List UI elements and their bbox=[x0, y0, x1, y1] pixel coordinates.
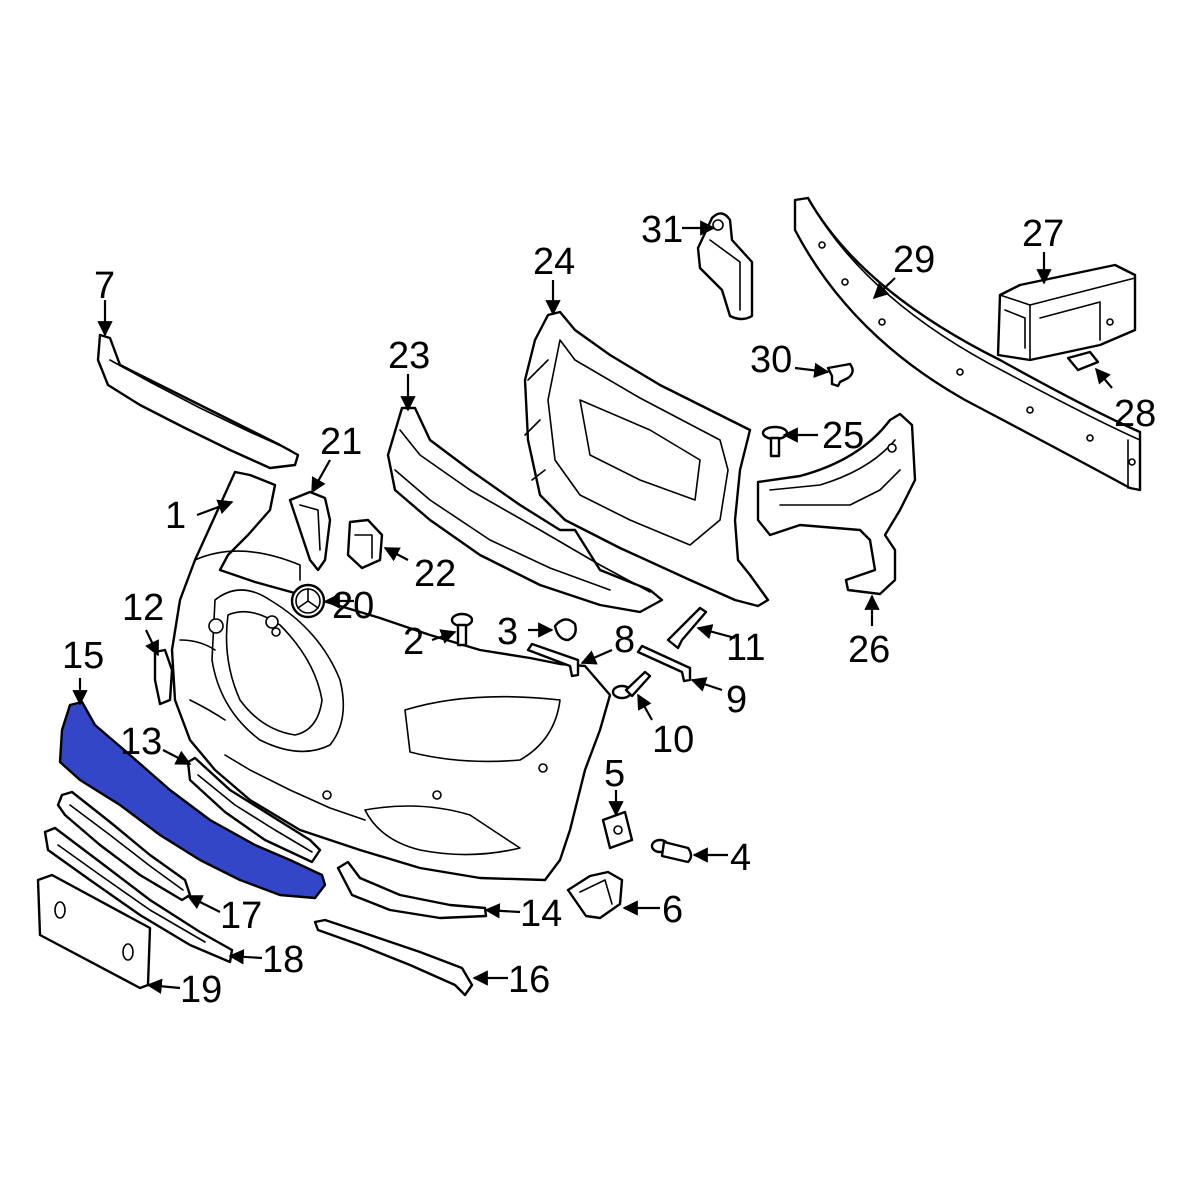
part-21-bracket bbox=[288, 490, 332, 572]
callout-6: 6 bbox=[662, 889, 683, 931]
callout-29: 29 bbox=[893, 239, 935, 281]
part-6-bracket bbox=[566, 870, 624, 920]
part-13-strip bbox=[186, 756, 322, 864]
callout-30: 30 bbox=[750, 339, 792, 381]
callout-12: 12 bbox=[122, 587, 164, 629]
part-27-crash-box-bracket bbox=[996, 263, 1137, 362]
callout-20: 20 bbox=[332, 585, 374, 627]
part-1-bumper-cover bbox=[170, 470, 612, 882]
callout-3: 3 bbox=[497, 611, 518, 653]
callout-2: 2 bbox=[403, 621, 424, 663]
part-11-rivet bbox=[666, 606, 708, 650]
callout-14: 14 bbox=[520, 893, 562, 935]
leader-lines bbox=[72, 220, 1113, 994]
part-5-clip bbox=[601, 810, 634, 850]
part-26-side-bracket bbox=[756, 412, 917, 596]
callout-22: 22 bbox=[414, 553, 456, 595]
callout-11: 11 bbox=[726, 627, 765, 669]
callout-21: 21 bbox=[320, 421, 362, 463]
callout-9: 9 bbox=[726, 679, 747, 721]
part-16-strip bbox=[313, 918, 474, 997]
callout-16: 16 bbox=[508, 959, 550, 1001]
callout-8: 8 bbox=[614, 619, 635, 661]
callout-19: 19 bbox=[180, 969, 222, 1011]
callout-15: 15 bbox=[62, 635, 104, 677]
part-28-plate bbox=[1066, 350, 1100, 372]
callout-7: 7 bbox=[94, 265, 115, 307]
callout-31: 31 bbox=[641, 209, 683, 251]
callout-13: 13 bbox=[120, 721, 162, 763]
callout-10: 10 bbox=[652, 719, 694, 761]
callout-27: 27 bbox=[1022, 213, 1064, 255]
part-9-strip bbox=[636, 644, 692, 683]
part-20-emblem bbox=[290, 583, 326, 619]
part-10-push-pin bbox=[611, 670, 652, 700]
part-12-cap bbox=[153, 648, 174, 706]
part-29-reinforcement-beam bbox=[793, 196, 1142, 492]
part-17-lower-grille bbox=[56, 790, 192, 902]
part-30-clip bbox=[826, 362, 854, 388]
part-8-strip bbox=[526, 642, 580, 678]
callout-24: 24 bbox=[533, 241, 575, 283]
callout-17: 17 bbox=[220, 895, 262, 937]
callout-4: 4 bbox=[730, 837, 751, 879]
callout-1: 1 bbox=[165, 495, 186, 537]
part-24-grille-frame bbox=[523, 310, 770, 608]
callout-28: 28 bbox=[1114, 393, 1156, 435]
callout-18: 18 bbox=[262, 939, 304, 981]
part-3-nut bbox=[553, 618, 577, 642]
part-23-absorber bbox=[386, 406, 664, 614]
callout-25: 25 bbox=[822, 415, 864, 457]
part-22-clip bbox=[346, 518, 384, 570]
part-25-screw bbox=[761, 425, 789, 458]
part-7-upper-strip bbox=[96, 333, 300, 470]
callout-26: 26 bbox=[848, 629, 890, 671]
part-15-lower-spoiler bbox=[58, 700, 327, 900]
callout-labels: 1 2 3 4 5 6 7 8 9 10 11 12 13 14 15 16 1… bbox=[62, 209, 1156, 1011]
callout-5: 5 bbox=[604, 753, 625, 795]
part-31-bracket bbox=[696, 212, 754, 321]
part-4-bolt bbox=[650, 838, 693, 864]
callout-23: 23 bbox=[388, 335, 430, 377]
part-2-screw bbox=[450, 612, 474, 647]
